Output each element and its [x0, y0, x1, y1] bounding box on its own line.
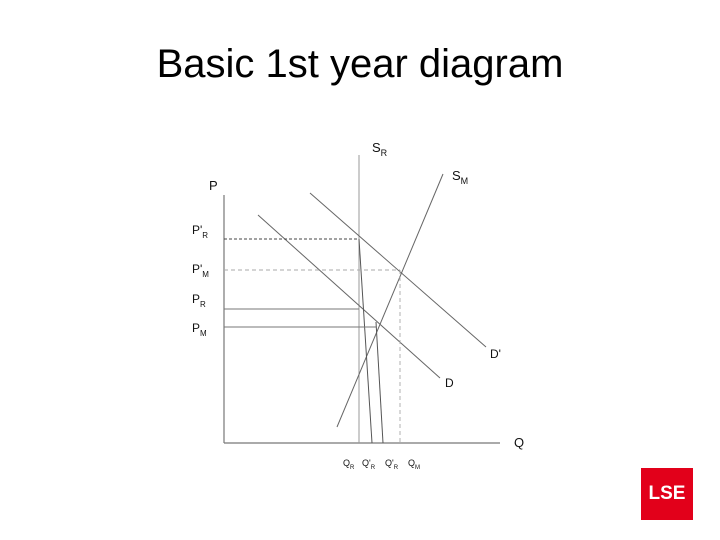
- price-label-main: P': [192, 223, 202, 237]
- price-label-main: P: [192, 321, 200, 335]
- curve-label-supply-regulated: SR: [372, 140, 388, 158]
- demand-line: [257, 214, 441, 379]
- curve-label-demand: D: [445, 376, 454, 390]
- price-label-sub: M: [200, 329, 207, 338]
- quantity-label-main: Q': [385, 458, 394, 468]
- price-label-main: P: [192, 292, 200, 306]
- quantity-label-q-r: QR: [343, 458, 355, 471]
- price-label-main: P': [192, 262, 202, 276]
- price-label-p-r: PR: [192, 292, 206, 309]
- price-label-p-m: PM: [192, 321, 207, 338]
- price-label-sub: R: [200, 300, 206, 309]
- lse-logo: LSE: [641, 468, 693, 520]
- short-supply-line-2: [375, 321, 384, 444]
- y-axis-label: P: [209, 178, 218, 193]
- curve-label-demand-new: D': [490, 347, 501, 361]
- slide-title: Basic 1st year diagram: [156, 42, 564, 86]
- curve-label-main: S: [452, 168, 461, 183]
- quantity-label-main: Q: [343, 458, 350, 468]
- quantity-label-sub: R: [394, 465, 399, 471]
- quantity-label-q-prime-r-2: Q'R: [385, 458, 399, 471]
- curve-label-sub: M: [461, 176, 469, 186]
- quantity-label-sub: M: [415, 465, 420, 471]
- curve-label-supply-market: SM: [452, 168, 468, 186]
- price-label-sub: R: [202, 231, 208, 240]
- x-axis-label: Q: [514, 435, 524, 450]
- quantity-label-sub: R: [371, 465, 376, 471]
- quantity-label-q-m: QM: [408, 458, 420, 471]
- lse-logo-text: LSE: [648, 483, 686, 504]
- quantity-label-sub: R: [350, 465, 355, 471]
- supply-market-line: [336, 173, 444, 428]
- short-supply-line-1: [358, 238, 373, 444]
- price-label-p-prime-r: P'R: [192, 223, 208, 240]
- quantity-label-q-prime-r-1: Q'R: [362, 458, 376, 471]
- price-label-p-prime-m: P'M: [192, 262, 209, 279]
- curve-label-main: S: [372, 140, 381, 155]
- quantity-label-main: Q': [362, 458, 371, 468]
- quantity-label-main: Q: [408, 458, 415, 468]
- demand-new-line: [309, 192, 487, 348]
- price-label-sub: M: [202, 270, 209, 279]
- curve-label-sub: R: [381, 148, 388, 158]
